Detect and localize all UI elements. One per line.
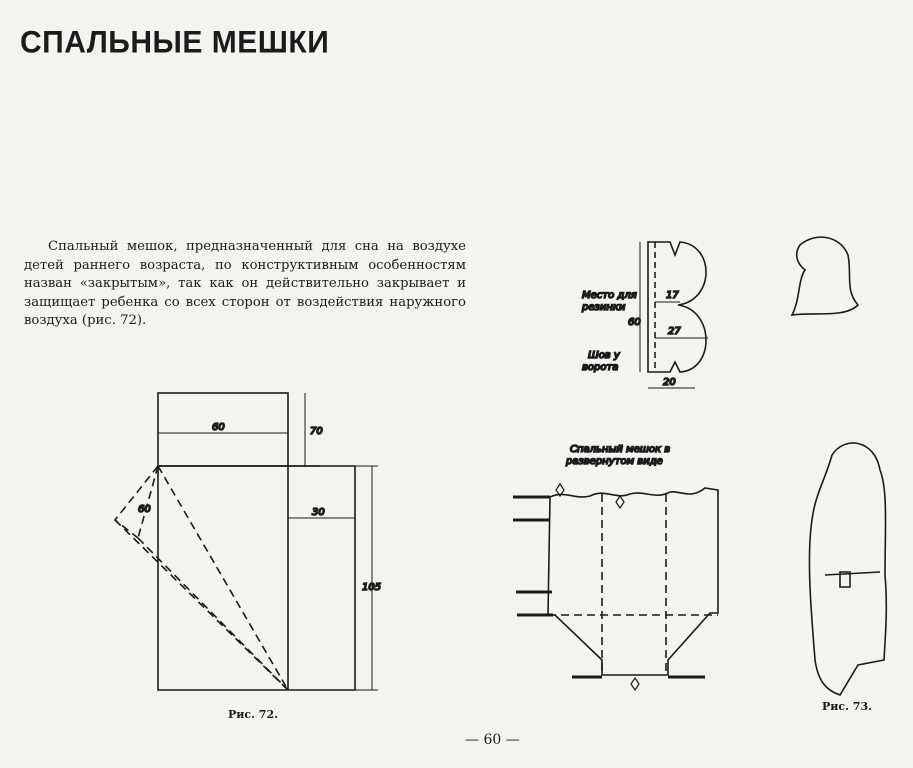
- fig72-dim-105: 105: [362, 582, 381, 593]
- page-title: СПАЛЬНЫЕ МЕШКИ: [20, 25, 330, 60]
- unfolded-label-1: Спальный мешок в: [570, 444, 670, 455]
- label-seam-2: ворота: [582, 362, 618, 373]
- label-elastic-2: резинки: [581, 302, 626, 313]
- fig72-pattern-drawing: [113, 392, 378, 691]
- fig72-dim-70: 70: [310, 426, 323, 437]
- fig72-dim-60: 60: [212, 422, 225, 433]
- label-seam-1: Шов у: [588, 350, 621, 361]
- unfolded-label-2: развернутом виде: [565, 456, 663, 467]
- label-elastic-1: Место для: [582, 290, 637, 301]
- page-number: — 60 —: [465, 732, 520, 748]
- unfolded-bag-drawing: [513, 482, 719, 692]
- hood-pattern-drawing: [639, 241, 708, 389]
- hood-dim-27: 27: [668, 326, 681, 337]
- fig72-dim-30: 30: [312, 507, 325, 518]
- hood-dim-17: 17: [666, 290, 679, 301]
- fig72-caption: Рис. 72.: [228, 708, 278, 721]
- body-paragraph: Спальный мешок, предназначенный для сна …: [24, 239, 466, 328]
- hood-dim-60: 60: [628, 317, 641, 328]
- child-in-bag-illustration: [808, 442, 888, 696]
- hood-illustration: [790, 236, 860, 316]
- hood-dim-20: 20: [663, 377, 676, 388]
- fig72-dim-diagonal: 60: [138, 504, 151, 515]
- fig73-caption: Рис. 73.: [822, 700, 872, 713]
